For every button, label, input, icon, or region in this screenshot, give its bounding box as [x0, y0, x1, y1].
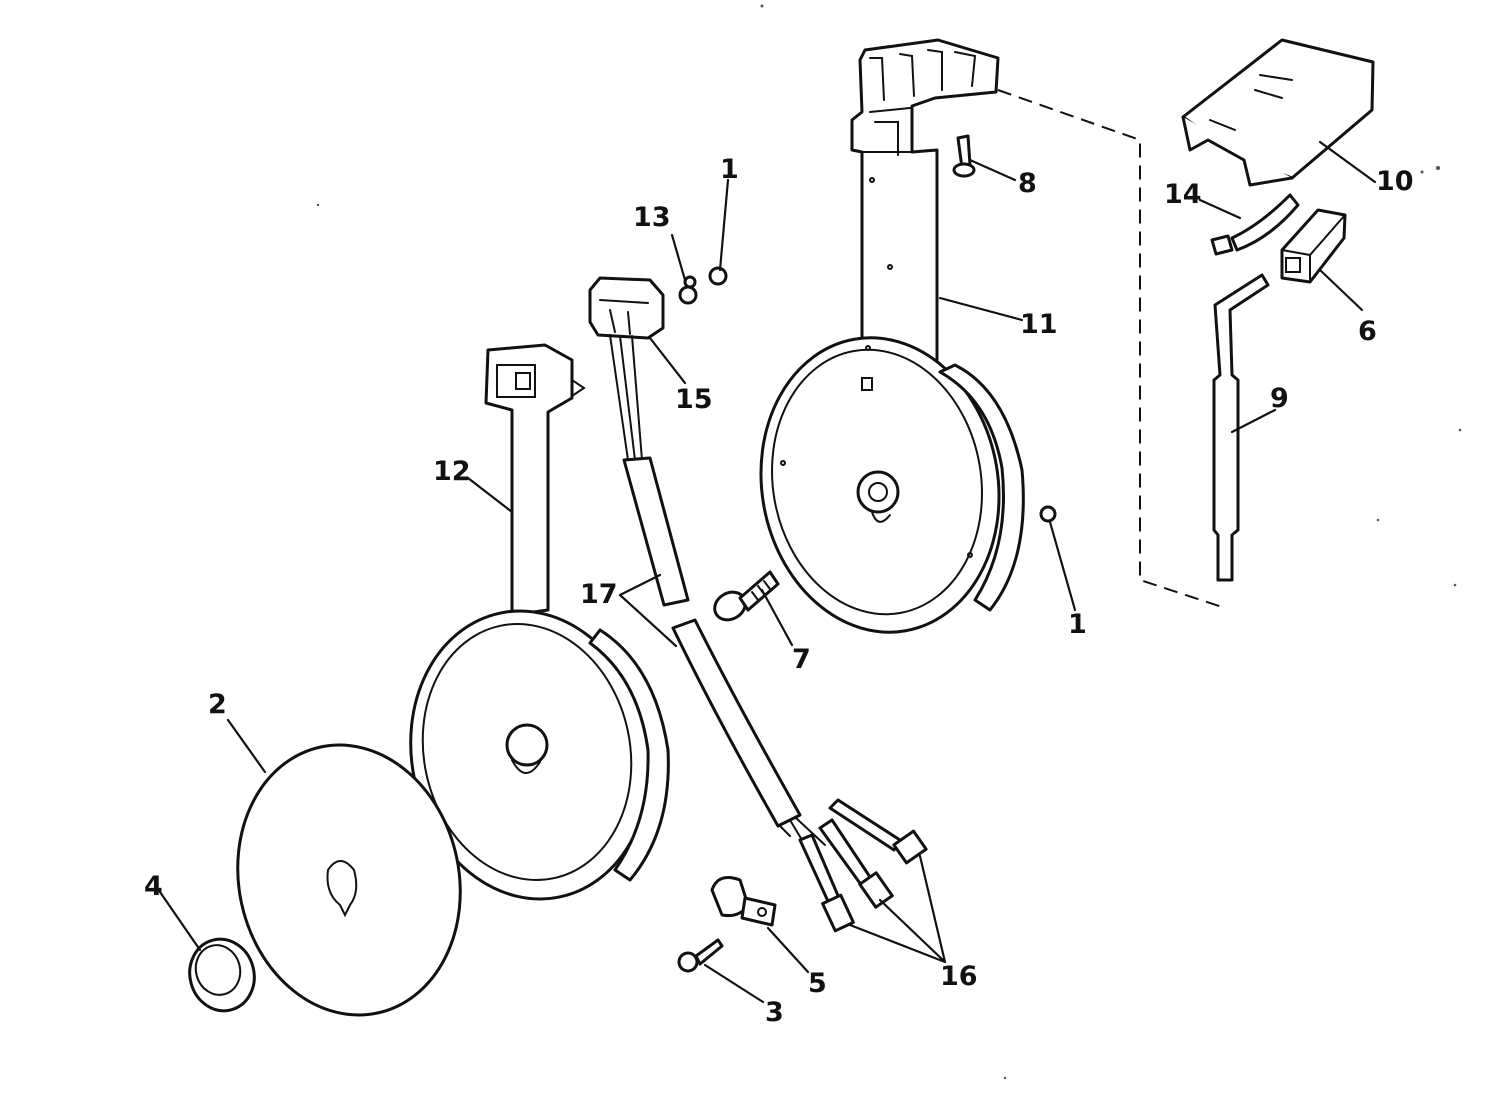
leader-lines: [158, 140, 1377, 1004]
callout-labels: 1 1 1 2 3 4 5 6 7 8 9 10 11 12 13 14 15 …: [144, 154, 1414, 1028]
callout-9: 9: [1270, 383, 1289, 414]
callout-10: 10: [1376, 166, 1414, 197]
gasket-plate: [236, 743, 462, 1017]
front-housing: [409, 343, 670, 901]
assembly-guide-line: [997, 89, 1226, 609]
callout-14: 14: [1164, 179, 1202, 210]
callout-16: 16: [940, 961, 978, 992]
block-connector: [1280, 208, 1347, 284]
plug-cap: [188, 937, 256, 1013]
rear-housing: [759, 38, 1025, 634]
callout-1-right: 1: [1068, 609, 1087, 640]
top-cover: [1181, 38, 1375, 187]
callout-11: 11: [1020, 309, 1058, 340]
cable-clamp: [710, 876, 777, 927]
callout-3: 3: [765, 997, 784, 1028]
callout-4: 4: [144, 871, 163, 902]
bracket-rod: [1212, 273, 1270, 582]
wire-terminals: [779, 798, 928, 933]
callout-1-top: 1: [720, 154, 739, 185]
scan-speckles: [316, 4, 1462, 1080]
callout-17: 17: [580, 579, 618, 610]
cable-sleeves: [622, 456, 802, 828]
callout-5: 5: [808, 968, 827, 999]
small-screw-right: [1039, 505, 1057, 523]
switch-connector: [588, 276, 665, 461]
wire-strip: [1210, 193, 1300, 256]
callout-8: 8: [1018, 168, 1037, 199]
nut-and-washer: [678, 266, 728, 305]
callout-7: 7: [792, 644, 811, 675]
callout-6: 6: [1358, 316, 1377, 347]
callout-2: 2: [208, 689, 227, 720]
callout-15: 15: [675, 384, 713, 415]
flat-head-screw: [713, 570, 780, 622]
screw-8: [952, 134, 976, 178]
callout-13: 13: [633, 202, 671, 233]
small-screw: [677, 938, 724, 973]
callout-12: 12: [433, 456, 471, 487]
